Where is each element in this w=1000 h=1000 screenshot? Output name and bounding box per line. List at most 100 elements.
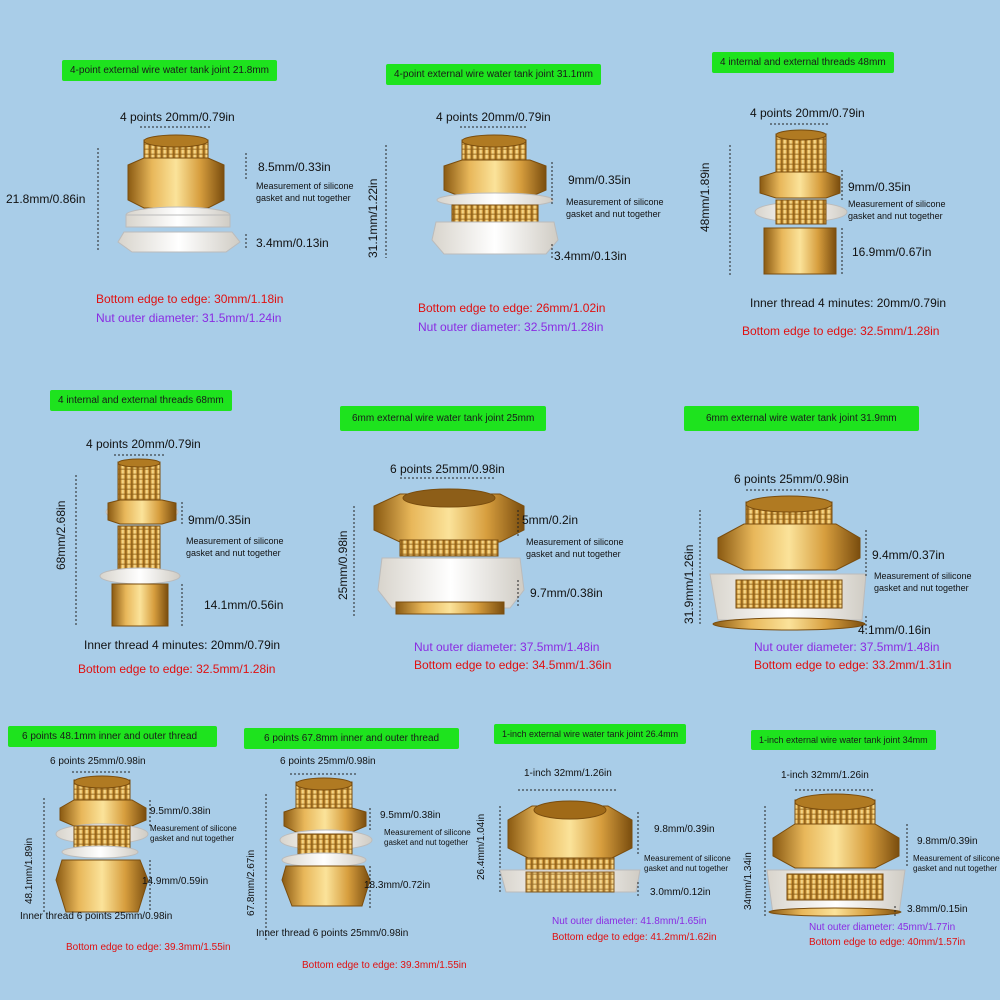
height-label: 31.9mm/1.26in [682,544,696,624]
fitting-title: 4 internal and external threads 48mm [712,52,894,73]
fitting-panel-6: 6mm external wire water tank joint 31.9m… [670,380,1000,700]
fitting-illustration [499,789,641,896]
top-dimension-label: 6 points 25mm/0.98in [280,756,376,767]
fitting-panel-3: 4 internal and external threads 48mm 4 p… [680,0,1000,340]
nut-dimension-label: 9.8mm/0.39in [917,836,978,847]
fitting-panel-7: 6 points 48.1mm inner and outer thread 6… [0,720,240,1000]
top-dimension-label: 4 points 20mm/0.79in [86,437,201,451]
bottom-dimension-label: 16.9mm/0.67in [852,245,932,259]
nut-diameter-label: Nut outer diameter: 45mm/1.77in [809,922,956,933]
bottom-dimension-label: 14.9mm/0.59in [142,876,209,887]
edge-to-edge-label: Bottom edge to edge: 39.3mm/1.55in [302,960,467,971]
top-dimension-label: 4 points 20mm/0.79in [120,110,235,124]
height-label: 48.1mm/1.89in [24,837,35,904]
bottom-dimension-label: 3.4mm/0.13in [554,249,627,263]
fitting-illustration [729,123,848,276]
fitting-illustration [97,126,247,253]
nut-dimension-label: 9mm/0.35in [848,180,911,194]
nut-dimension-label: 9.5mm/0.38in [380,810,441,821]
nut-dimension-label: 9.5mm/0.38in [150,806,211,817]
inner-thread-label: Inner thread 6 points 25mm/0.98in [256,928,409,939]
measurement-note: Measurement of silicone gasket and nut t… [874,571,972,593]
edge-to-edge-label: Bottom edge to edge: 26mm/1.02in [418,301,606,315]
fitting-illustration [699,489,867,631]
nut-dimension-label: 9.4mm/0.37in [872,548,945,562]
fitting-title: 4 internal and external threads 68mm [50,390,232,411]
height-label: 67.8mm/2.67in [246,849,257,916]
fitting-panel-2: 4-point external wire water tank joint 3… [340,0,680,340]
nut-diameter-label: Nut outer diameter: 41.8mm/1.65in [552,916,707,927]
inner-thread-label: Inner thread 4 minutes: 20mm/0.79in [84,638,281,652]
height-label: 25mm/0.98in [336,530,350,600]
bottom-dimension-label: 4.1mm/0.16in [858,623,931,637]
top-dimension-label: 1-inch 32mm/1.26in [524,768,612,779]
measurement-note: Measurement of silicone gasket and nut t… [644,854,731,873]
top-dimension-label: 6 points 25mm/0.98in [734,472,849,486]
fitting-panel-1: 4-point external wire water tank joint 2… [0,0,354,340]
fitting-title: 6 points 67.8mm inner and outer thread [244,728,460,749]
edge-to-edge-label: Bottom edge to edge: 41.2mm/1.62in [552,932,717,943]
fitting-illustration [265,773,373,942]
bottom-dimension-label: 3.8mm/0.15in [907,904,968,915]
fitting-title: 4-point external wire water tank joint 3… [386,64,601,85]
bottom-dimension-label: 3.4mm/0.13in [256,236,329,250]
height-label: 21.8mm/0.86in [6,192,86,206]
height-label: 31.1mm/1.22in [366,178,380,258]
fitting-illustration [385,126,559,260]
nut-dimension-label: 5mm/0.2in [522,513,579,527]
height-label: 34mm/1.34in [743,852,754,910]
top-dimension-label: 1-inch 32mm/1.26in [781,770,869,781]
fitting-panel-8: 6 points 67.8mm inner and outer thread 6… [240,720,490,1000]
bottom-dimension-label: 14.1mm/0.56in [204,598,284,612]
nut-dimension-label: 8.5mm/0.33in [258,160,331,174]
fitting-panel-4: 4 internal and external threads 68mm 4 p… [0,380,330,700]
top-dimension-label: 6 points 25mm/0.98in [50,756,146,767]
nut-diameter-label: Nut outer diameter: 32.5mm/1.28in [418,320,604,334]
edge-to-edge-label: Bottom edge to edge: 30mm/1.18in [96,292,284,306]
edge-to-edge-label: Bottom edge to edge: 32.5mm/1.28in [78,662,276,676]
nut-dimension-label: 9.8mm/0.39in [654,824,715,835]
fitting-illustration [353,477,525,616]
nut-dimension-label: 9mm/0.35in [568,173,631,187]
fitting-title: 1-inch external wire water tank joint 34… [751,730,936,750]
height-label: 26.4mm/1.04in [476,813,487,880]
fitting-illustration [43,771,151,913]
fitting-panel-5: 6mm external wire water tank joint 25mm … [330,380,670,700]
fitting-title: 6mm external wire water tank joint 25mm [340,406,547,431]
top-dimension-label: 6 points 25mm/0.98in [390,462,505,476]
nut-dimension-label: 9mm/0.35in [188,513,251,527]
fitting-panel-9: 1-inch external wire water tank joint 26… [476,720,745,1000]
fitting-panel-10: 1-inch external wire water tank joint 34… [743,720,1000,1000]
measurement-note: Measurement of silicone gasket and nut t… [526,537,624,559]
top-dimension-label: 4 points 20mm/0.79in [750,106,865,120]
inner-thread-label: Inner thread 6 points 25mm/0.98in [20,911,173,922]
measurement-note: Measurement of silicone gasket and nut t… [913,854,1000,873]
nut-diameter-label: Nut outer diameter: 31.5mm/1.24in [96,311,282,325]
bottom-dimension-label: 3.0mm/0.12in [650,887,711,898]
measurement-note: Measurement of silicone gasket and nut t… [566,197,664,219]
nut-diameter-label: Nut outer diameter: 37.5mm/1.48in [414,640,600,654]
edge-to-edge-label: Bottom edge to edge: 40mm/1.57in [809,937,966,948]
bottom-dimension-label: 18.3mm/0.72in [364,880,431,891]
fitting-title: 1-inch external wire water tank joint 26… [494,724,687,744]
measurement-note: Measurement of silicone gasket and nut t… [256,181,354,203]
fitting-title: 6 points 48.1mm inner and outer thread [8,726,218,747]
measurement-note: Measurement of silicone gasket and nut t… [384,828,471,847]
inner-thread-label: Inner thread 4 minutes: 20mm/0.79in [750,296,947,310]
measurement-note: Measurement of silicone gasket and nut t… [848,199,946,221]
bottom-dimension-label: 9.7mm/0.38in [530,586,603,600]
height-label: 48mm/1.89in [698,162,712,232]
edge-to-edge-label: Bottom edge to edge: 39.3mm/1.55in [66,942,231,953]
fitting-title: 6mm external wire water tank joint 31.9m… [684,406,919,431]
nut-diameter-label: Nut outer diameter: 37.5mm/1.48in [754,640,940,654]
edge-to-edge-label: Bottom edge to edge: 33.2mm/1.31in [754,658,952,672]
measurement-note: Measurement of silicone gasket and nut t… [186,536,284,558]
fitting-title: 4-point external wire water tank joint 2… [62,60,277,81]
fitting-illustration [764,789,908,917]
measurement-note: Measurement of silicone gasket and nut t… [150,824,237,843]
height-label: 68mm/2.68in [54,500,68,570]
edge-to-edge-label: Bottom edge to edge: 32.5mm/1.28in [742,324,940,338]
fitting-illustration [75,454,183,627]
edge-to-edge-label: Bottom edge to edge: 34.5mm/1.36in [414,658,612,672]
top-dimension-label: 4 points 20mm/0.79in [436,110,551,124]
